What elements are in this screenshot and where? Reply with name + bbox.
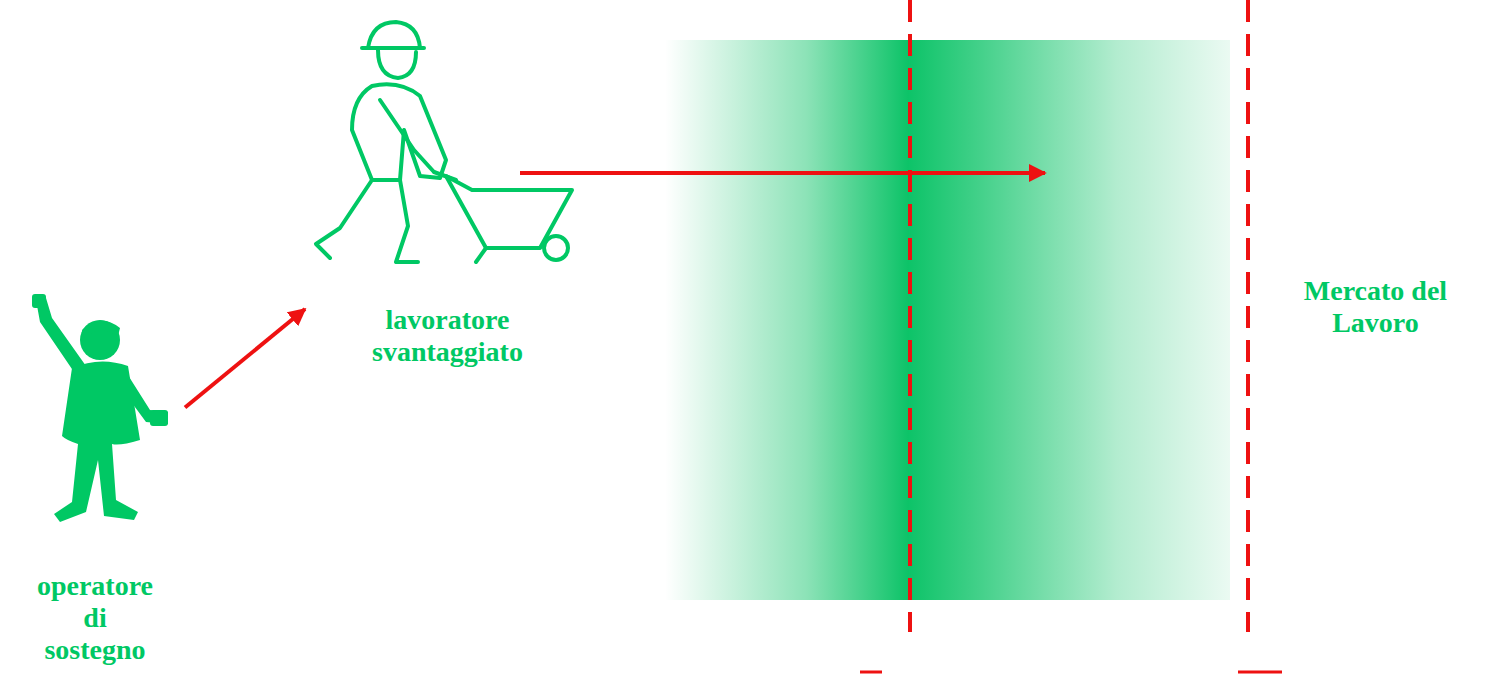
worker-figure (316, 22, 572, 262)
progress-arrow (520, 171, 1045, 175)
transition-band (665, 40, 1230, 600)
figure-caption: operatore di sostegno (37, 570, 153, 667)
support-arrow (185, 309, 305, 407)
dashed-boundary (908, 0, 912, 632)
dashed-boundary (1246, 0, 1250, 632)
region-label: Mercato del Lavoro (1278, 275, 1473, 339)
worker-node: lavoratore svantaggiato (305, 12, 590, 372)
cut-mark (1238, 671, 1282, 674)
support-operator-figure (32, 294, 168, 522)
support-operator-node: operatore di sostegno (5, 292, 185, 671)
figure-caption: lavoratore svantaggiato (372, 304, 523, 368)
cut-mark (860, 671, 882, 674)
